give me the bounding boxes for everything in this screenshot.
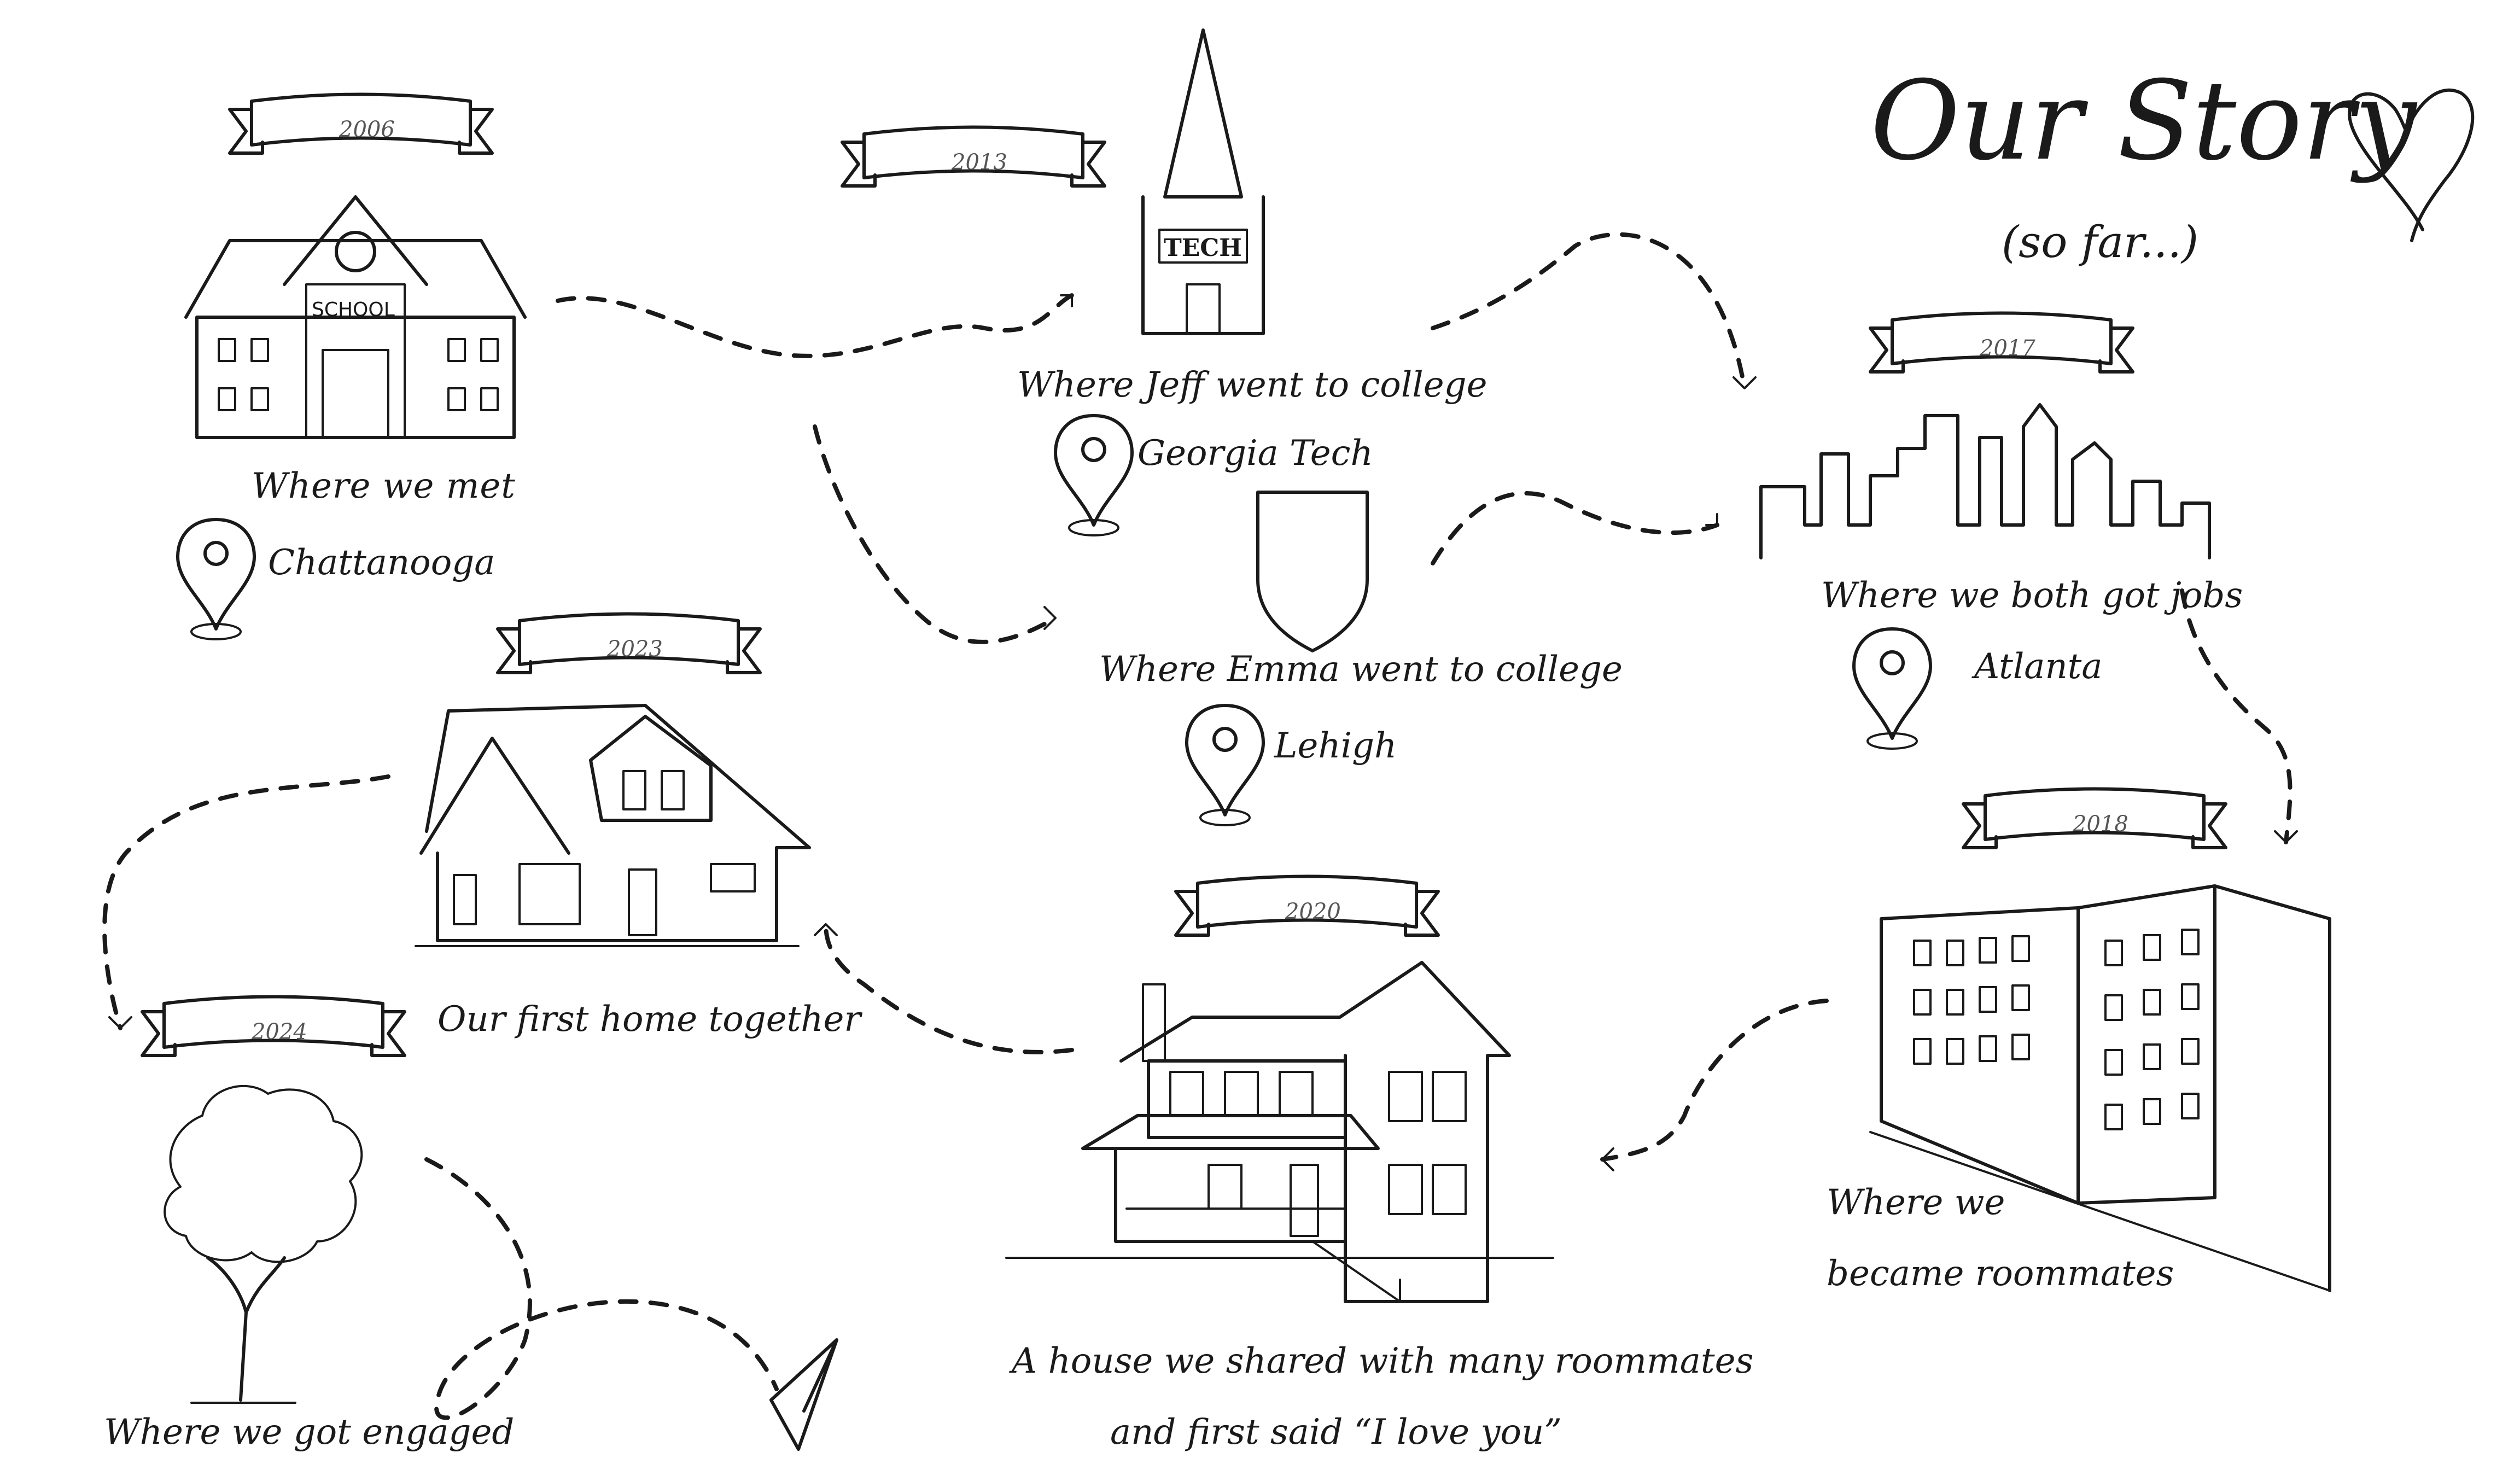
caption-2018-line2: became roommates [1827, 1253, 2174, 1294]
milestone-2013: 2013 TECH Where Jeff went to college Geo… [842, 28, 1487, 535]
apartment-building [1869, 884, 2331, 1292]
suburban-house [415, 704, 811, 947]
caption-2017: Where we both got jobs [1821, 575, 2243, 616]
milestone-lehigh: Where Emma went to college Lehigh [1099, 491, 1623, 825]
porch-house [1005, 961, 1554, 1303]
caption-lehigh: Where Emma went to college [1099, 649, 1623, 690]
school-building: SCHOOL [184, 195, 527, 439]
paper-plane-icon [769, 1338, 838, 1451]
place-2017: Atlanta [1971, 646, 2103, 687]
year-label: 2017 [1979, 336, 2035, 361]
year-ribbon-2020: 2020 [1176, 877, 1438, 936]
year-label: 2013 [951, 150, 1007, 175]
year-label: 2018 [2072, 812, 2128, 837]
caption-2006: Where we met [252, 466, 516, 506]
year-ribbon-2018: 2018 [1963, 789, 2226, 848]
atlanta-skyline [1759, 403, 2211, 559]
year-ribbon-2024: 2024 [142, 997, 405, 1056]
milestone-2023: 2023 Our first home together [415, 614, 862, 1040]
place-lehigh: Lehigh [1274, 726, 1397, 766]
location-pin-icon [178, 520, 254, 639]
caption-2023: Our first home together [438, 999, 862, 1040]
milestone-2020: 2020 A house we shared with many roommat… [1005, 877, 1753, 1452]
year-label: 2024 [251, 1019, 307, 1045]
tech-tower: TECH [1141, 28, 1265, 335]
caption-2018-line1: Where we [1827, 1182, 2005, 1223]
title-block: Our Story (so far...) [1870, 57, 2475, 267]
year-ribbon-2006: 2006 [230, 95, 492, 154]
milestone-2018: 2018 Where we became roommates [1827, 789, 2331, 1294]
location-pin-icon [1055, 416, 1132, 535]
location-pin-icon [1854, 629, 1930, 749]
caption-2013: Where Jeff went to college [1017, 365, 1487, 405]
school-sign: SCHOOL [312, 299, 395, 321]
year-ribbon-2023: 2023 [498, 614, 760, 673]
caption-2020-line2: and first said “I love you” [1110, 1412, 1562, 1452]
milestone-2017: 2017 Where we both got jobs Atlanta [1759, 313, 2243, 749]
tech-sign: TECH [1164, 234, 1242, 262]
title-sub: (so far...) [2002, 217, 2198, 267]
caption-2024: Where we got engaged [104, 1412, 514, 1452]
year-ribbon-2017: 2017 [1870, 313, 2133, 372]
heart-icon [2348, 88, 2475, 242]
milestone-2006: 2006 SCHOOL Where we met Chattanooga [178, 95, 527, 640]
title-main: Our Story [1870, 57, 2418, 185]
year-label: 2006 [339, 117, 395, 142]
caption-2020-line1: A house we shared with many roommates [1009, 1341, 1753, 1381]
tree [164, 1085, 363, 1404]
year-label: 2023 [606, 637, 663, 662]
journey-path [102, 232, 2298, 1420]
year-ribbon-2013: 2013 [842, 127, 1105, 186]
place-2006: Chattanooga [268, 542, 495, 583]
location-pin-icon [1187, 705, 1263, 825]
milestone-2024: 2024 Where we got engaged [104, 997, 838, 1452]
place-2013: Georgia Tech [1138, 433, 1373, 474]
year-label: 2020 [1285, 899, 1341, 924]
lehigh-shield [1256, 491, 1369, 652]
